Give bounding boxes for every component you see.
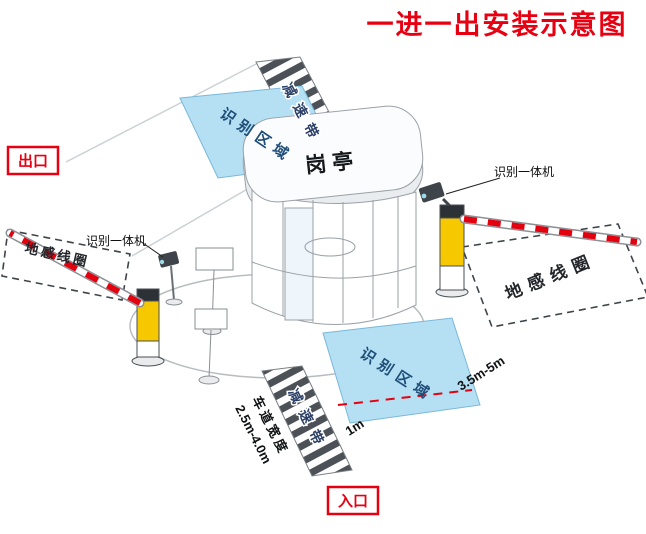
offset-measure-line — [337, 389, 473, 406]
booth-window-sill — [251, 261, 417, 279]
left-reader-label: 识别一体机 — [86, 234, 146, 248]
booth-label: 岗亭 — [304, 148, 360, 178]
booth-window-frames — [282, 196, 399, 323]
recognition-zone-bottom — [322, 317, 481, 424]
entrance-badge: 入口 — [326, 485, 380, 516]
barrier-arm-right — [459, 214, 642, 247]
booth-door — [284, 207, 314, 321]
sign-board-upper — [195, 247, 234, 271]
barrier-cabinet-left — [131, 288, 165, 367]
right-coil-label: 地感线圈 — [502, 249, 599, 304]
left-camera-icon — [158, 251, 183, 306]
sign-boards — [194, 247, 234, 385]
sign-board-lower — [194, 308, 228, 330]
exit-badge-label: 出口 — [18, 152, 48, 170]
barrier-arm-left — [5, 228, 145, 308]
exit-badge: 出口 — [6, 145, 60, 176]
left-reader-pointer-line — [139, 240, 164, 258]
barrier-cabinet-right — [435, 204, 469, 298]
booth-desk — [304, 237, 356, 257]
booth-body — [251, 189, 417, 325]
page-title: 一进一出安装示意图 — [367, 9, 628, 40]
entrance-badge-label: 入口 — [338, 493, 368, 510]
right-reader-label: 识别一体机 — [494, 165, 554, 179]
ground-coil-right — [460, 223, 646, 328]
speed-bump-bottom — [261, 365, 353, 477]
ground-coil-left — [1, 229, 131, 301]
guard-booth — [242, 105, 424, 325]
booth-roof-top — [242, 105, 424, 203]
right-camera-icon — [418, 182, 454, 210]
right-reader-pointer-line — [445, 177, 501, 195]
